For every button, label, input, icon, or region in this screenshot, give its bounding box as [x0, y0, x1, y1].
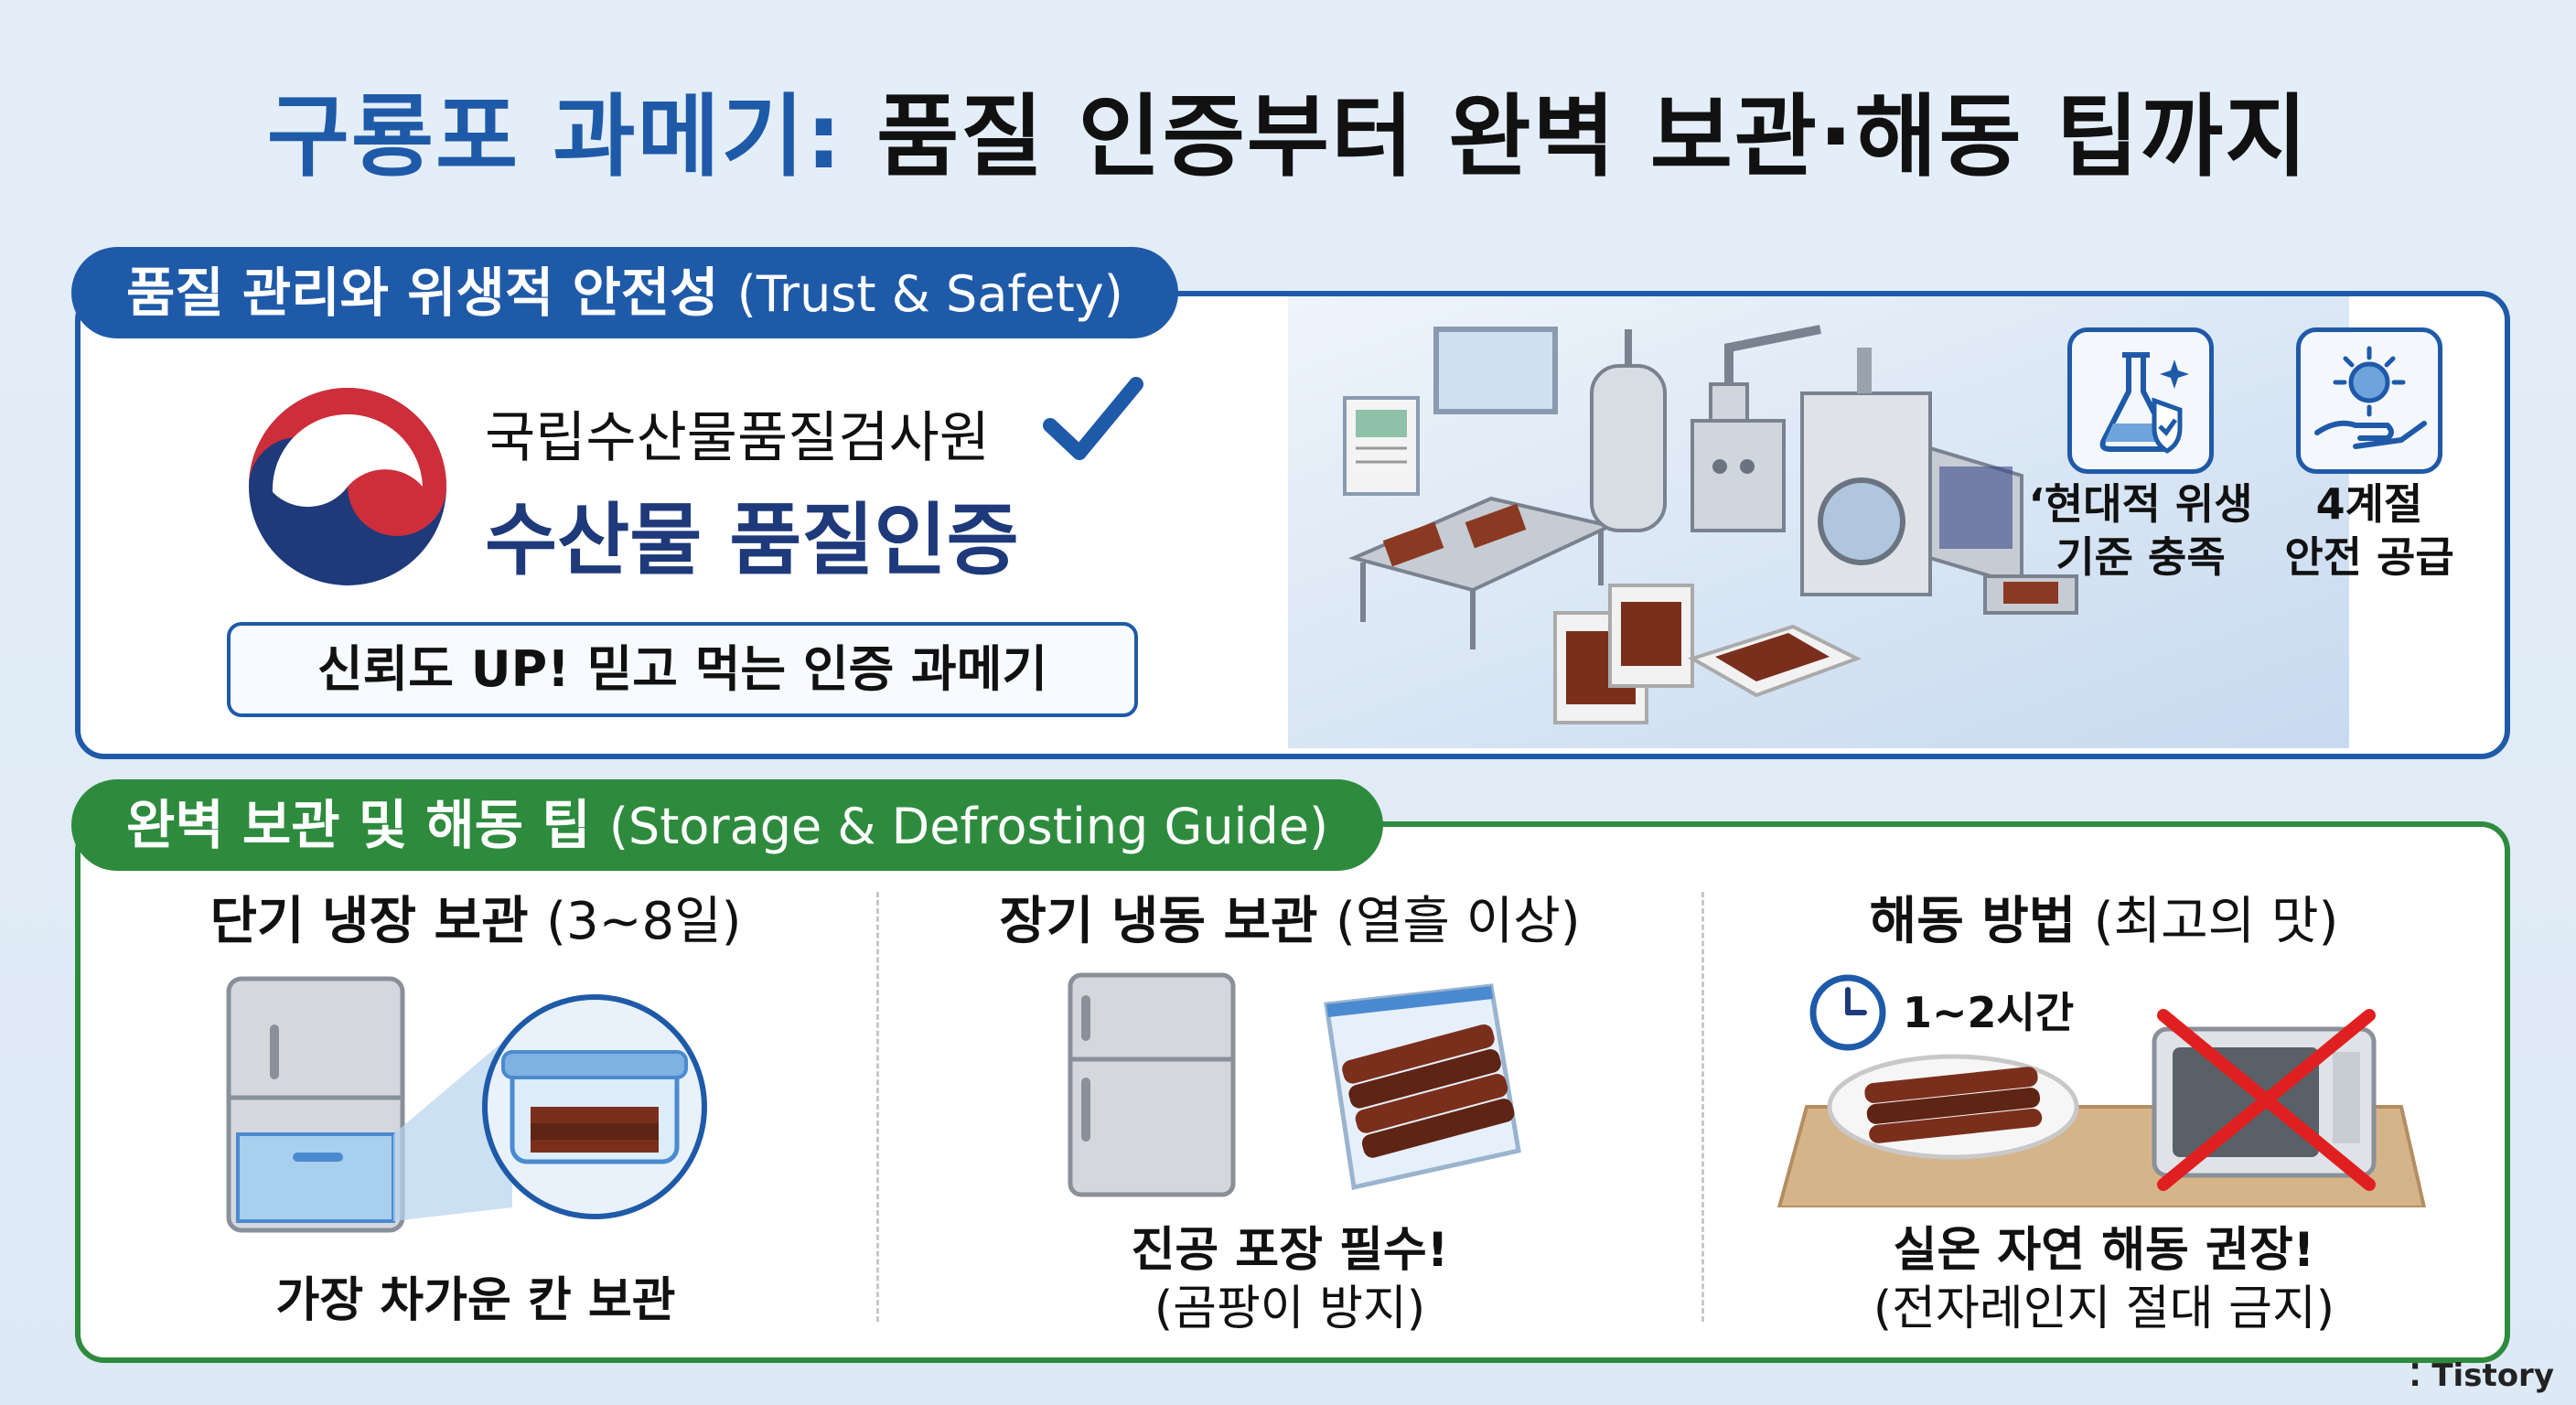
section-fridge-caption: 가장 차가운 칸 보관 — [275, 1273, 676, 1328]
storage-tab: 완벽 보관 및 해동 팁 (Storage & Defrosting Guide… — [71, 779, 1384, 871]
thaw-illustration — [1776, 1009, 2427, 1207]
section-freezer-caption-line1: 진공 포장 필수! — [1131, 1223, 1449, 1278]
section-thaw-title-paren: (최고의 맛) — [2093, 892, 2339, 951]
storage-tab-label-en: (Storage & Defrosting Guide) — [608, 798, 1329, 855]
trust-slogan-box: 신뢰도 UP! 믿고 먹는 인증 과메기 — [227, 622, 1138, 717]
freezer-illustration — [1068, 972, 1236, 1197]
section-fridge-title: 단기 냉장 보관 (3~8일) — [119, 880, 832, 954]
section-thaw-caption-line2: (전자레인지 절대 금지) — [1873, 1282, 2335, 1336]
checkmark-icon — [1043, 377, 1143, 460]
brand-watermark: ⁚ Tistory — [2410, 1357, 2554, 1394]
vacuum-bag-illustration — [1324, 983, 1521, 1191]
clock-icon — [1809, 974, 1886, 1051]
brand-logo-icon: ⁚ — [2409, 1357, 2421, 1394]
fridge-container-illustration — [226, 976, 707, 1233]
factory-illustration — [1343, 325, 2078, 724]
section-divider — [876, 892, 879, 1322]
section-fridge-title-main: 단기 냉장 보관 — [209, 892, 529, 951]
feature-hygiene: ‘현대적 위생 기준 충족 — [2012, 477, 2269, 584]
feature-hygiene-line1: ‘현대적 위생 — [2028, 479, 2253, 529]
section-divider — [1701, 892, 1704, 1322]
section-freezer-caption: 진공 포장 필수! (곰팡이 방지) — [887, 1221, 1692, 1338]
flask-shield-icon — [2067, 327, 2214, 474]
feature-supply: 4계절 안전 공급 — [2259, 477, 2479, 584]
section-thaw-title-main: 해동 방법 — [1869, 892, 2077, 951]
government-emblem-icon — [249, 388, 446, 585]
section-thaw-title: 해동 방법 (최고의 맛) — [1720, 880, 2488, 954]
section-thaw-caption-line1: 실온 자연 해동 권장! — [1893, 1223, 2315, 1278]
title-highlight: 구룡포 과메기: — [266, 85, 844, 189]
title-main: 품질 인증부터 완벽 보관·해동 팁까지 — [876, 85, 2310, 189]
brand-name: Tistory — [2431, 1357, 2554, 1394]
section-fridge-title-paren: (3~8일) — [546, 892, 742, 951]
section-freezer-caption-line2: (곰팡이 방지) — [1154, 1282, 1426, 1336]
thaw-timer-label: 1~2시간 — [1903, 988, 2075, 1037]
feature-supply-line1: 4계절 — [2315, 479, 2423, 529]
quality-tab-label-en: (Trust & Safety) — [736, 265, 1123, 323]
feature-supply-line2: 안전 공급 — [2284, 532, 2454, 582]
feature-hygiene-line2: 기준 충족 — [2055, 532, 2226, 582]
hand-sun-icon — [2296, 327, 2442, 474]
certification-title: 수산물 품질인증 — [485, 495, 1019, 586]
quality-tab: 품질 관리와 위생적 안전성 (Trust & Safety) — [71, 247, 1178, 338]
section-freezer-title-main: 장기 냉동 보관 — [999, 892, 1318, 951]
institution-name: 국립수산물품질검사원 — [485, 406, 990, 470]
section-freezer-title: 장기 냉동 보관 (열흘 이상) — [887, 880, 1692, 954]
page-title: 구룡포 과메기: 품질 인증부터 완벽 보관·해동 팁까지 — [0, 64, 2576, 194]
section-freezer-title-paren: (열흘 이상) — [1336, 892, 1581, 951]
storage-tab-label: 완벽 보관 및 해동 팁 — [126, 794, 591, 856]
section-thaw-caption: 실온 자연 해동 권장! (전자레인지 절대 금지) — [1720, 1221, 2488, 1338]
quality-tab-label: 품질 관리와 위생적 안전성 — [126, 262, 719, 324]
